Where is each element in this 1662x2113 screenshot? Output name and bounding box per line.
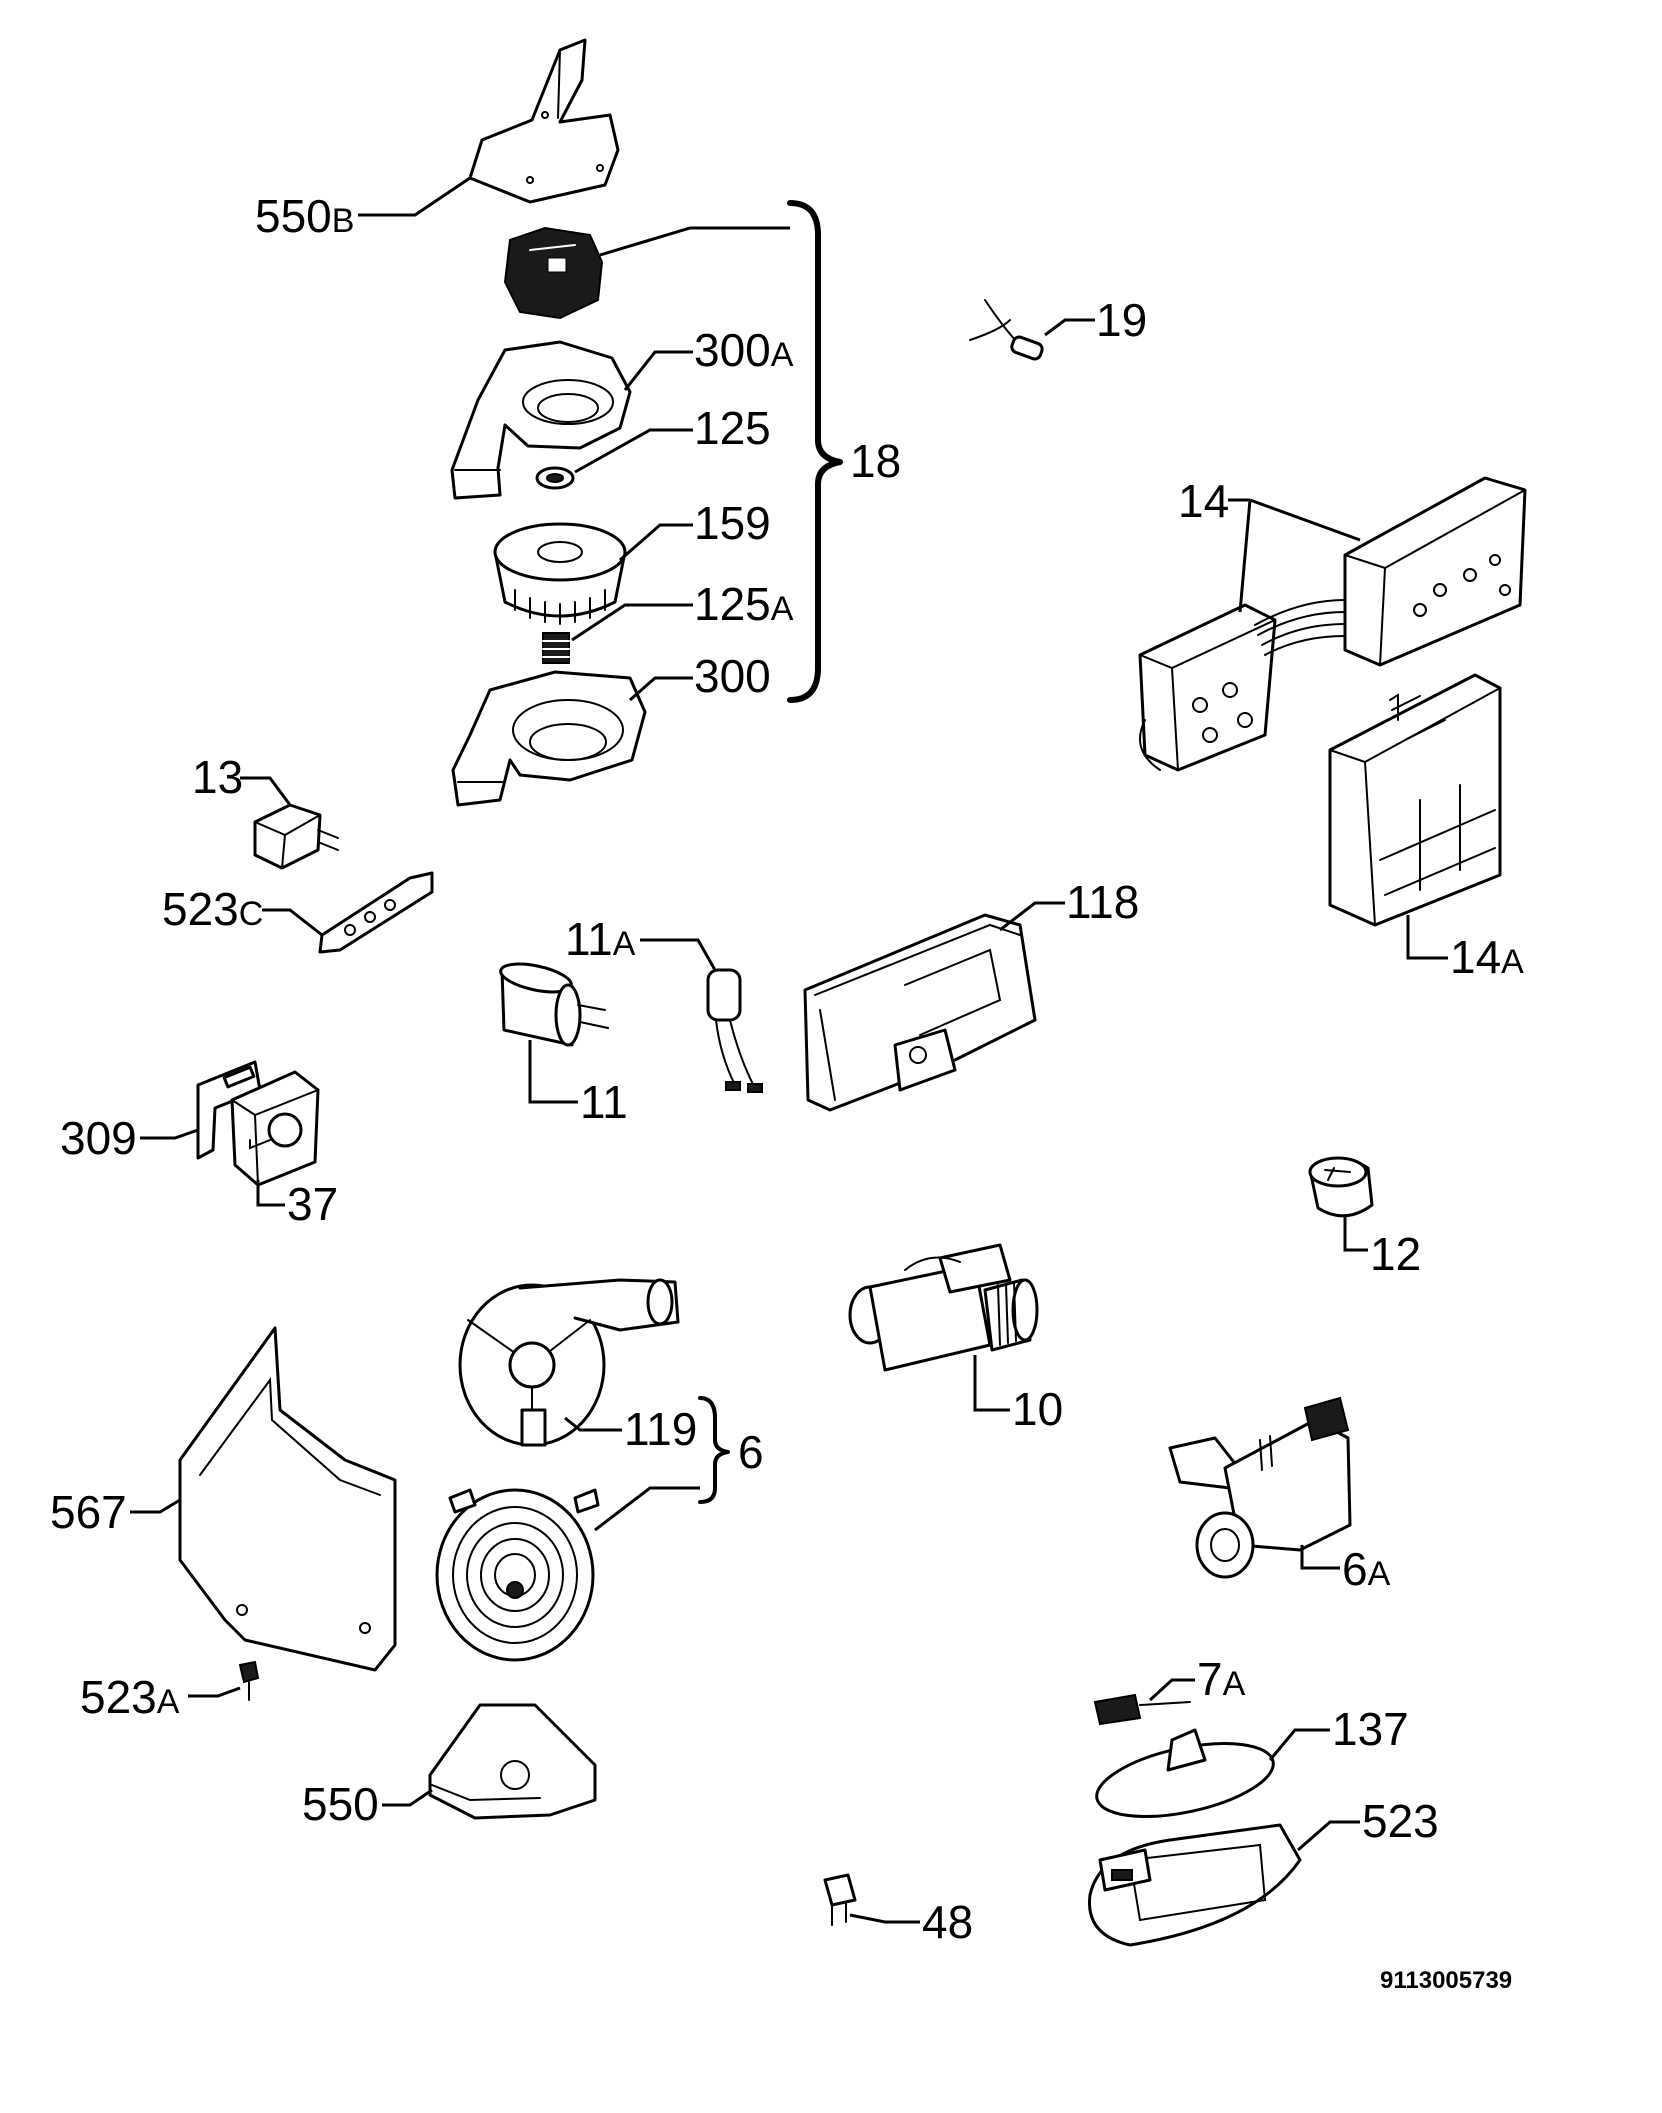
leader-19 [1044, 318, 1095, 337]
label-14a: 14A [1450, 931, 1524, 983]
part-309-bracket [196, 1060, 262, 1160]
leader-125a [571, 603, 693, 642]
label-6a: 6A [1342, 1543, 1391, 1595]
label-159: 159 [694, 497, 771, 549]
leader-300a [623, 350, 693, 391]
part-37-switch [230, 1070, 320, 1187]
part-fan-motor [503, 226, 604, 320]
part-14-control-boards [1138, 476, 1527, 772]
label-14: 14 [1178, 475, 1229, 527]
label-567: 567 [50, 1486, 127, 1538]
label-125a: 125A [694, 578, 794, 630]
leader-300 [629, 676, 693, 702]
part-11a-capacitor [706, 968, 763, 1093]
part-12-knob [1308, 1156, 1374, 1218]
leader-159 [619, 523, 693, 562]
label-523c: 523C [162, 883, 263, 935]
part-523c-bracket [318, 871, 434, 954]
label-119: 119 [624, 1403, 697, 1455]
brace-6 [698, 1396, 730, 1504]
part-6-fan-guard [435, 1488, 600, 1662]
leader-523c [262, 908, 323, 937]
label-18: 18 [850, 435, 901, 487]
leader-13 [240, 776, 292, 806]
leader-11a [640, 938, 717, 971]
label-10: 10 [1012, 1383, 1063, 1435]
leader-12 [1343, 1215, 1368, 1252]
part-7a-clip [1093, 1693, 1191, 1726]
label-550: 550 [302, 1778, 379, 1830]
label-7a: 7A [1197, 1653, 1246, 1705]
part-137-lid [1095, 1728, 1275, 1818]
label-137: 137 [1332, 1703, 1409, 1755]
part-19-sensor [969, 299, 1044, 361]
label-48: 48 [922, 1896, 973, 1948]
leader-118 [999, 901, 1065, 932]
part-48-plug [823, 1873, 857, 1926]
part-300a-fan-housing [450, 340, 632, 500]
label-309: 309 [60, 1112, 137, 1164]
leader-14a [1406, 915, 1448, 960]
part-550-small-cover [428, 1703, 597, 1820]
leader-18-motor [599, 226, 790, 257]
label-6: 6 [738, 1426, 764, 1478]
label-118: 118 [1066, 876, 1139, 928]
label-523: 523 [1362, 1795, 1439, 1847]
leader-6-guard [594, 1486, 700, 1532]
part-550b-duct-cover [468, 38, 620, 204]
leader-10 [973, 1355, 1010, 1412]
part-125-seal [535, 466, 575, 490]
leader-14 [1228, 498, 1361, 613]
leader-37 [256, 1180, 285, 1207]
part-159-impeller [493, 522, 627, 625]
label-37: 37 [287, 1178, 338, 1230]
leader-523a [188, 1686, 241, 1698]
label-19: 19 [1096, 294, 1147, 346]
label-550b: 550B [255, 190, 354, 242]
part-523a-screw [238, 1660, 260, 1701]
leader-550b [358, 176, 471, 217]
leader-550 [382, 1788, 433, 1807]
leader-523 [1297, 1820, 1360, 1852]
label-13: 13 [192, 751, 243, 803]
leader-6a [1300, 1545, 1340, 1570]
label-12: 12 [1370, 1228, 1421, 1280]
part-14a-module [1328, 673, 1502, 927]
label-11a: 11A [565, 913, 636, 965]
label-523a: 523A [80, 1671, 180, 1723]
label-125: 125 [694, 402, 771, 454]
part-6a-drain-pump [1168, 1396, 1352, 1579]
leader-7a [1148, 1678, 1195, 1702]
leader-567 [130, 1498, 181, 1514]
label-11: 11 [580, 1076, 628, 1128]
label-300a: 300A [694, 324, 794, 376]
part-119-fan-housing [458, 1278, 680, 1447]
part-10-pump [848, 1243, 1039, 1372]
part-125a-spring [542, 632, 570, 664]
document-id: 9113005739 [1380, 1967, 1512, 1994]
leader-48 [849, 1913, 920, 1924]
part-11-capacitor [499, 962, 609, 1047]
part-300-fan-housing [451, 670, 647, 807]
part-567-cover-plate [178, 1326, 397, 1672]
leader-11 [528, 1040, 578, 1104]
label-300: 300 [694, 650, 771, 702]
leader-309 [140, 1128, 199, 1140]
leader-119 [564, 1416, 622, 1432]
part-13-relay [253, 803, 339, 870]
part-118-dispenser [803, 913, 1037, 1112]
leader-125 [574, 428, 693, 474]
brace-18 [787, 200, 843, 703]
part-523-base-tray [1088, 1823, 1302, 1947]
leader-137 [1268, 1728, 1330, 1761]
